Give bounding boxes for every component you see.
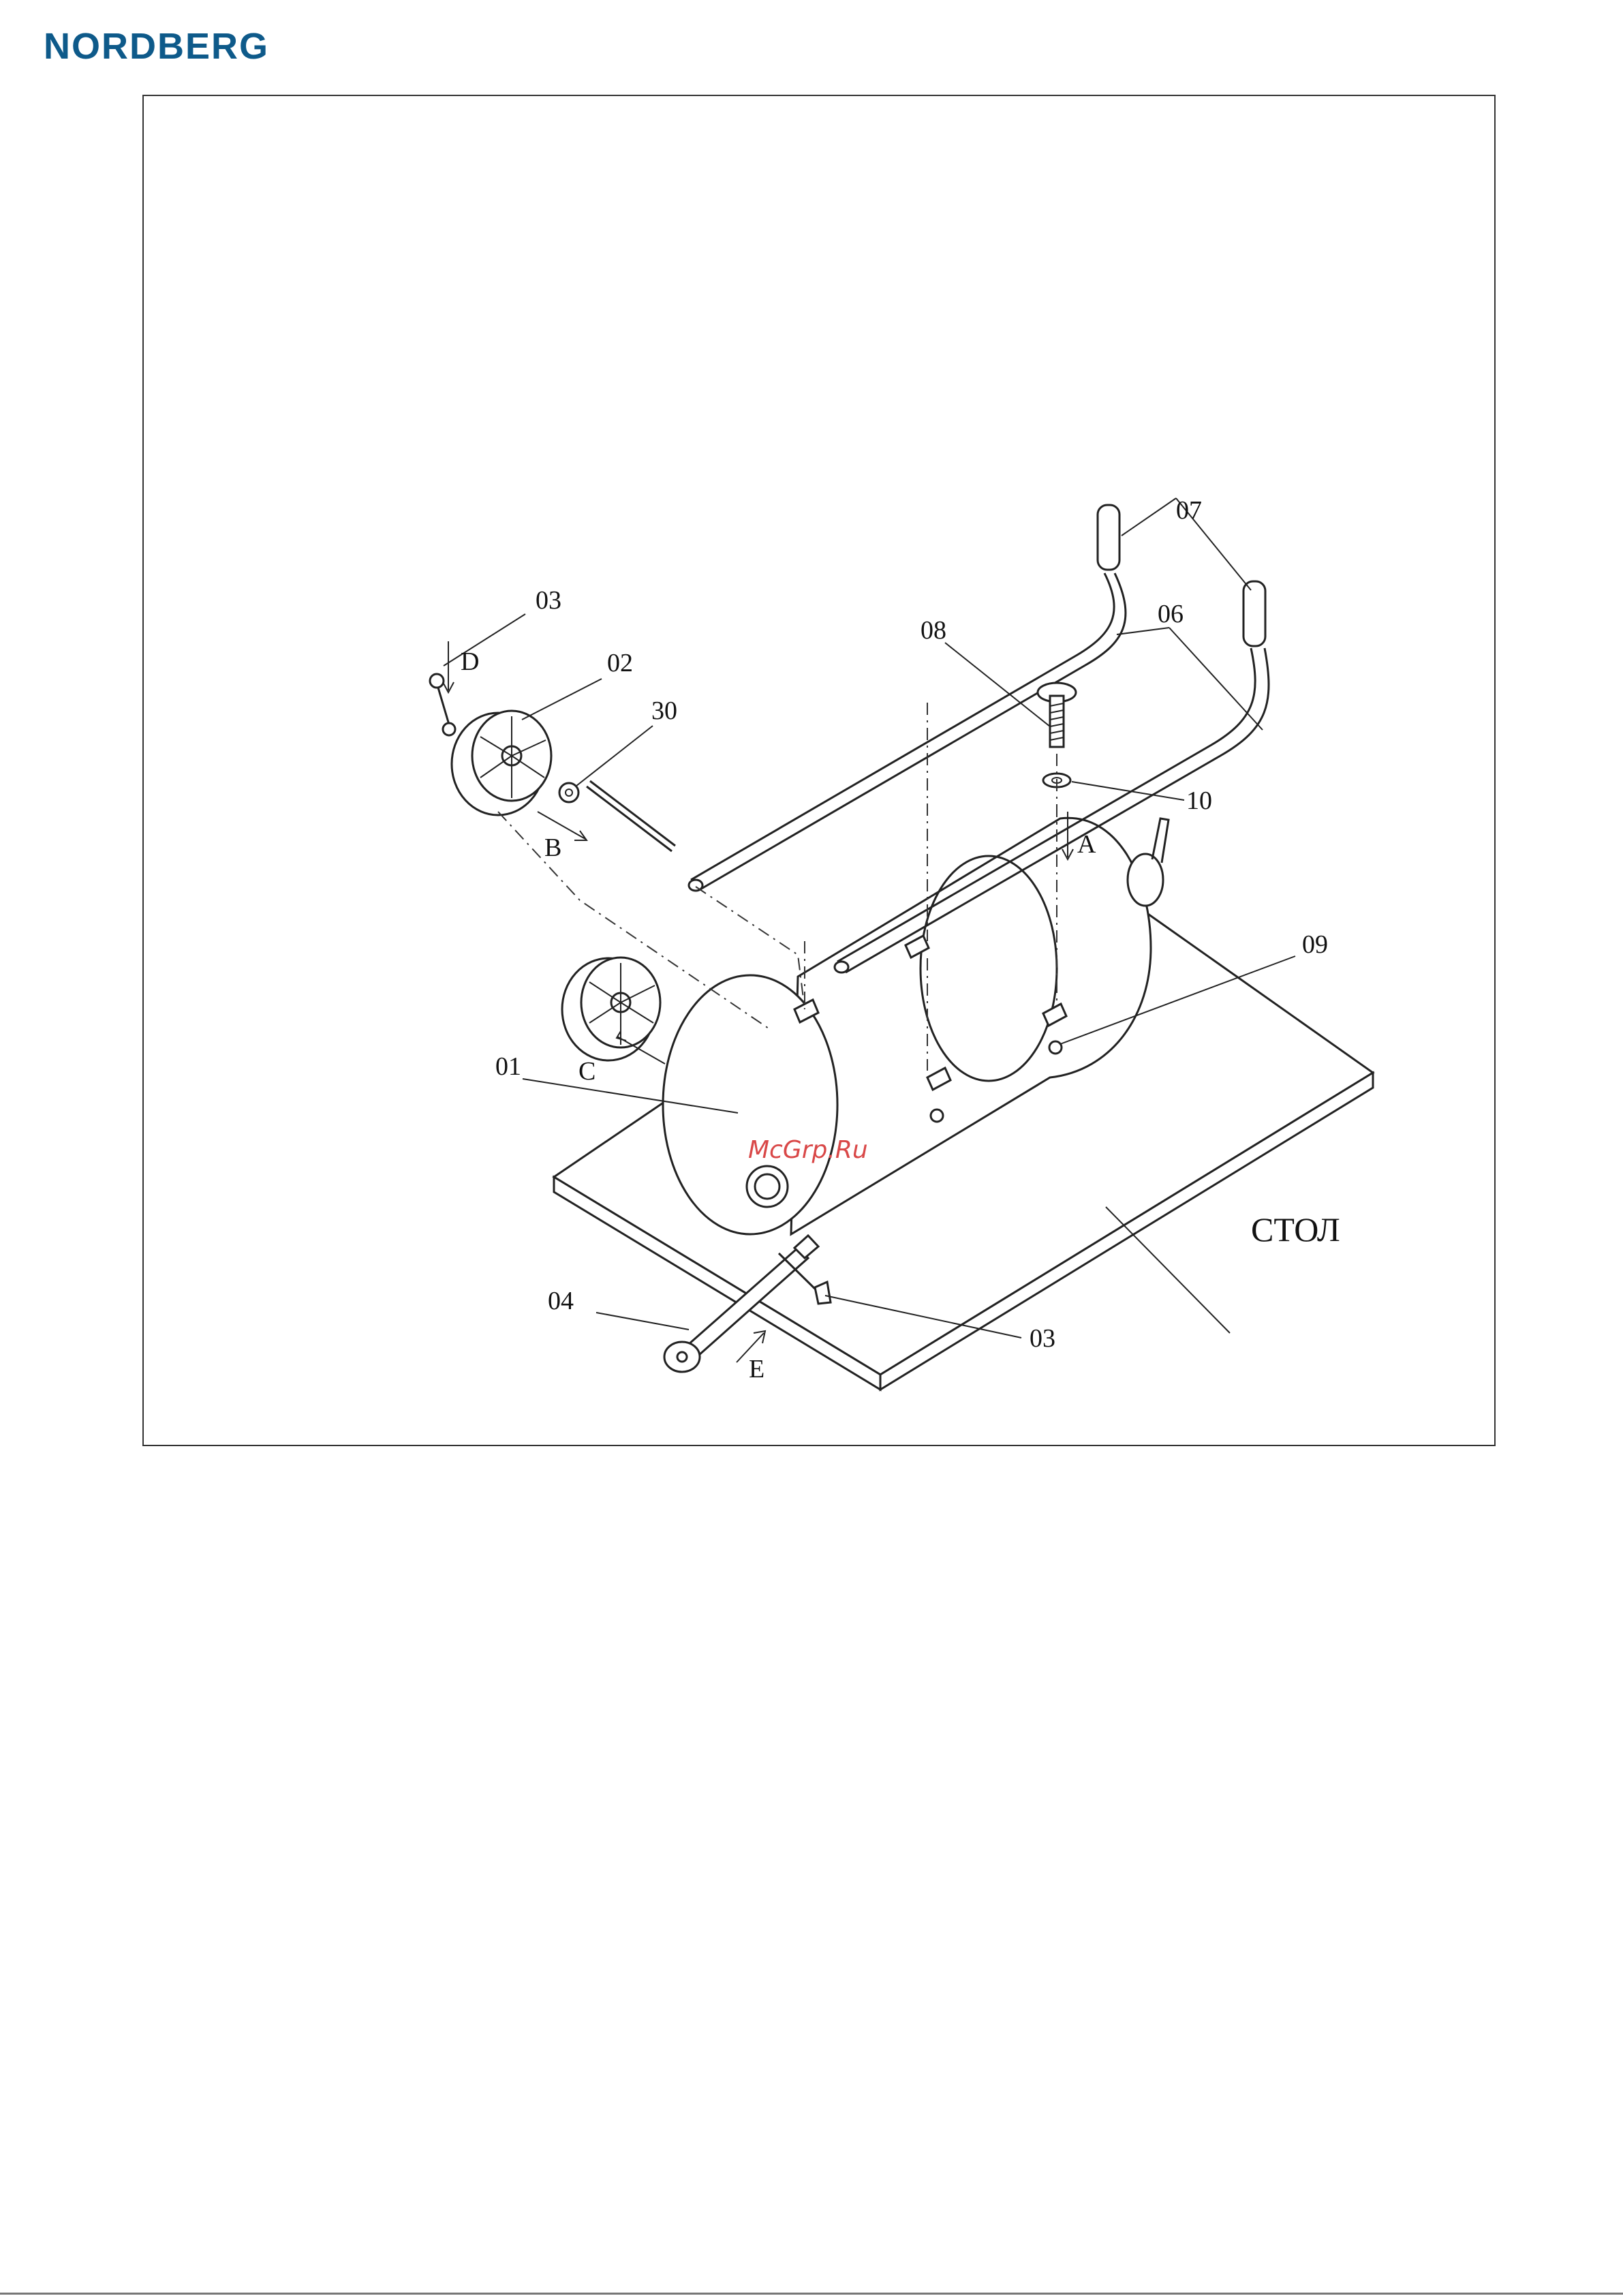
label-part-08: 08 (921, 616, 946, 645)
label-table: СТОЛ (1251, 1210, 1340, 1249)
label-part-04: 04 (548, 1287, 574, 1315)
label-part-30: 30 (651, 697, 677, 725)
footer-divider (0, 2293, 1623, 2295)
label-part-10: 10 (1186, 786, 1212, 815)
label-part-02: 02 (607, 649, 633, 677)
label-part-03: 03 (536, 586, 561, 615)
label-part-03-lower: 03 (1030, 1324, 1055, 1353)
label-part-01: 01 (495, 1052, 521, 1081)
label-part-06: 06 (1158, 600, 1184, 628)
watermark: McGrp.Ru (748, 1136, 868, 1164)
label-arrow-c: C (578, 1057, 596, 1086)
brand-logo: NORDBERG (44, 26, 343, 64)
brand-name: NORDBERG (44, 26, 269, 64)
assembly-figure: 03 02 30 07 06 08 10 09 01 03 04 D B A C… (142, 95, 1496, 1446)
label-arrow-a: A (1077, 830, 1096, 859)
label-arrow-d: D (461, 647, 479, 676)
wheels (452, 711, 660, 1060)
label-arrow-e: E (749, 1355, 764, 1383)
label-part-07: 07 (1176, 496, 1202, 525)
label-part-09: 09 (1302, 930, 1328, 959)
assembly-drawing: 03 02 30 07 06 08 10 09 01 03 04 D B A C… (144, 96, 1494, 1445)
label-arrow-b: B (544, 833, 561, 862)
